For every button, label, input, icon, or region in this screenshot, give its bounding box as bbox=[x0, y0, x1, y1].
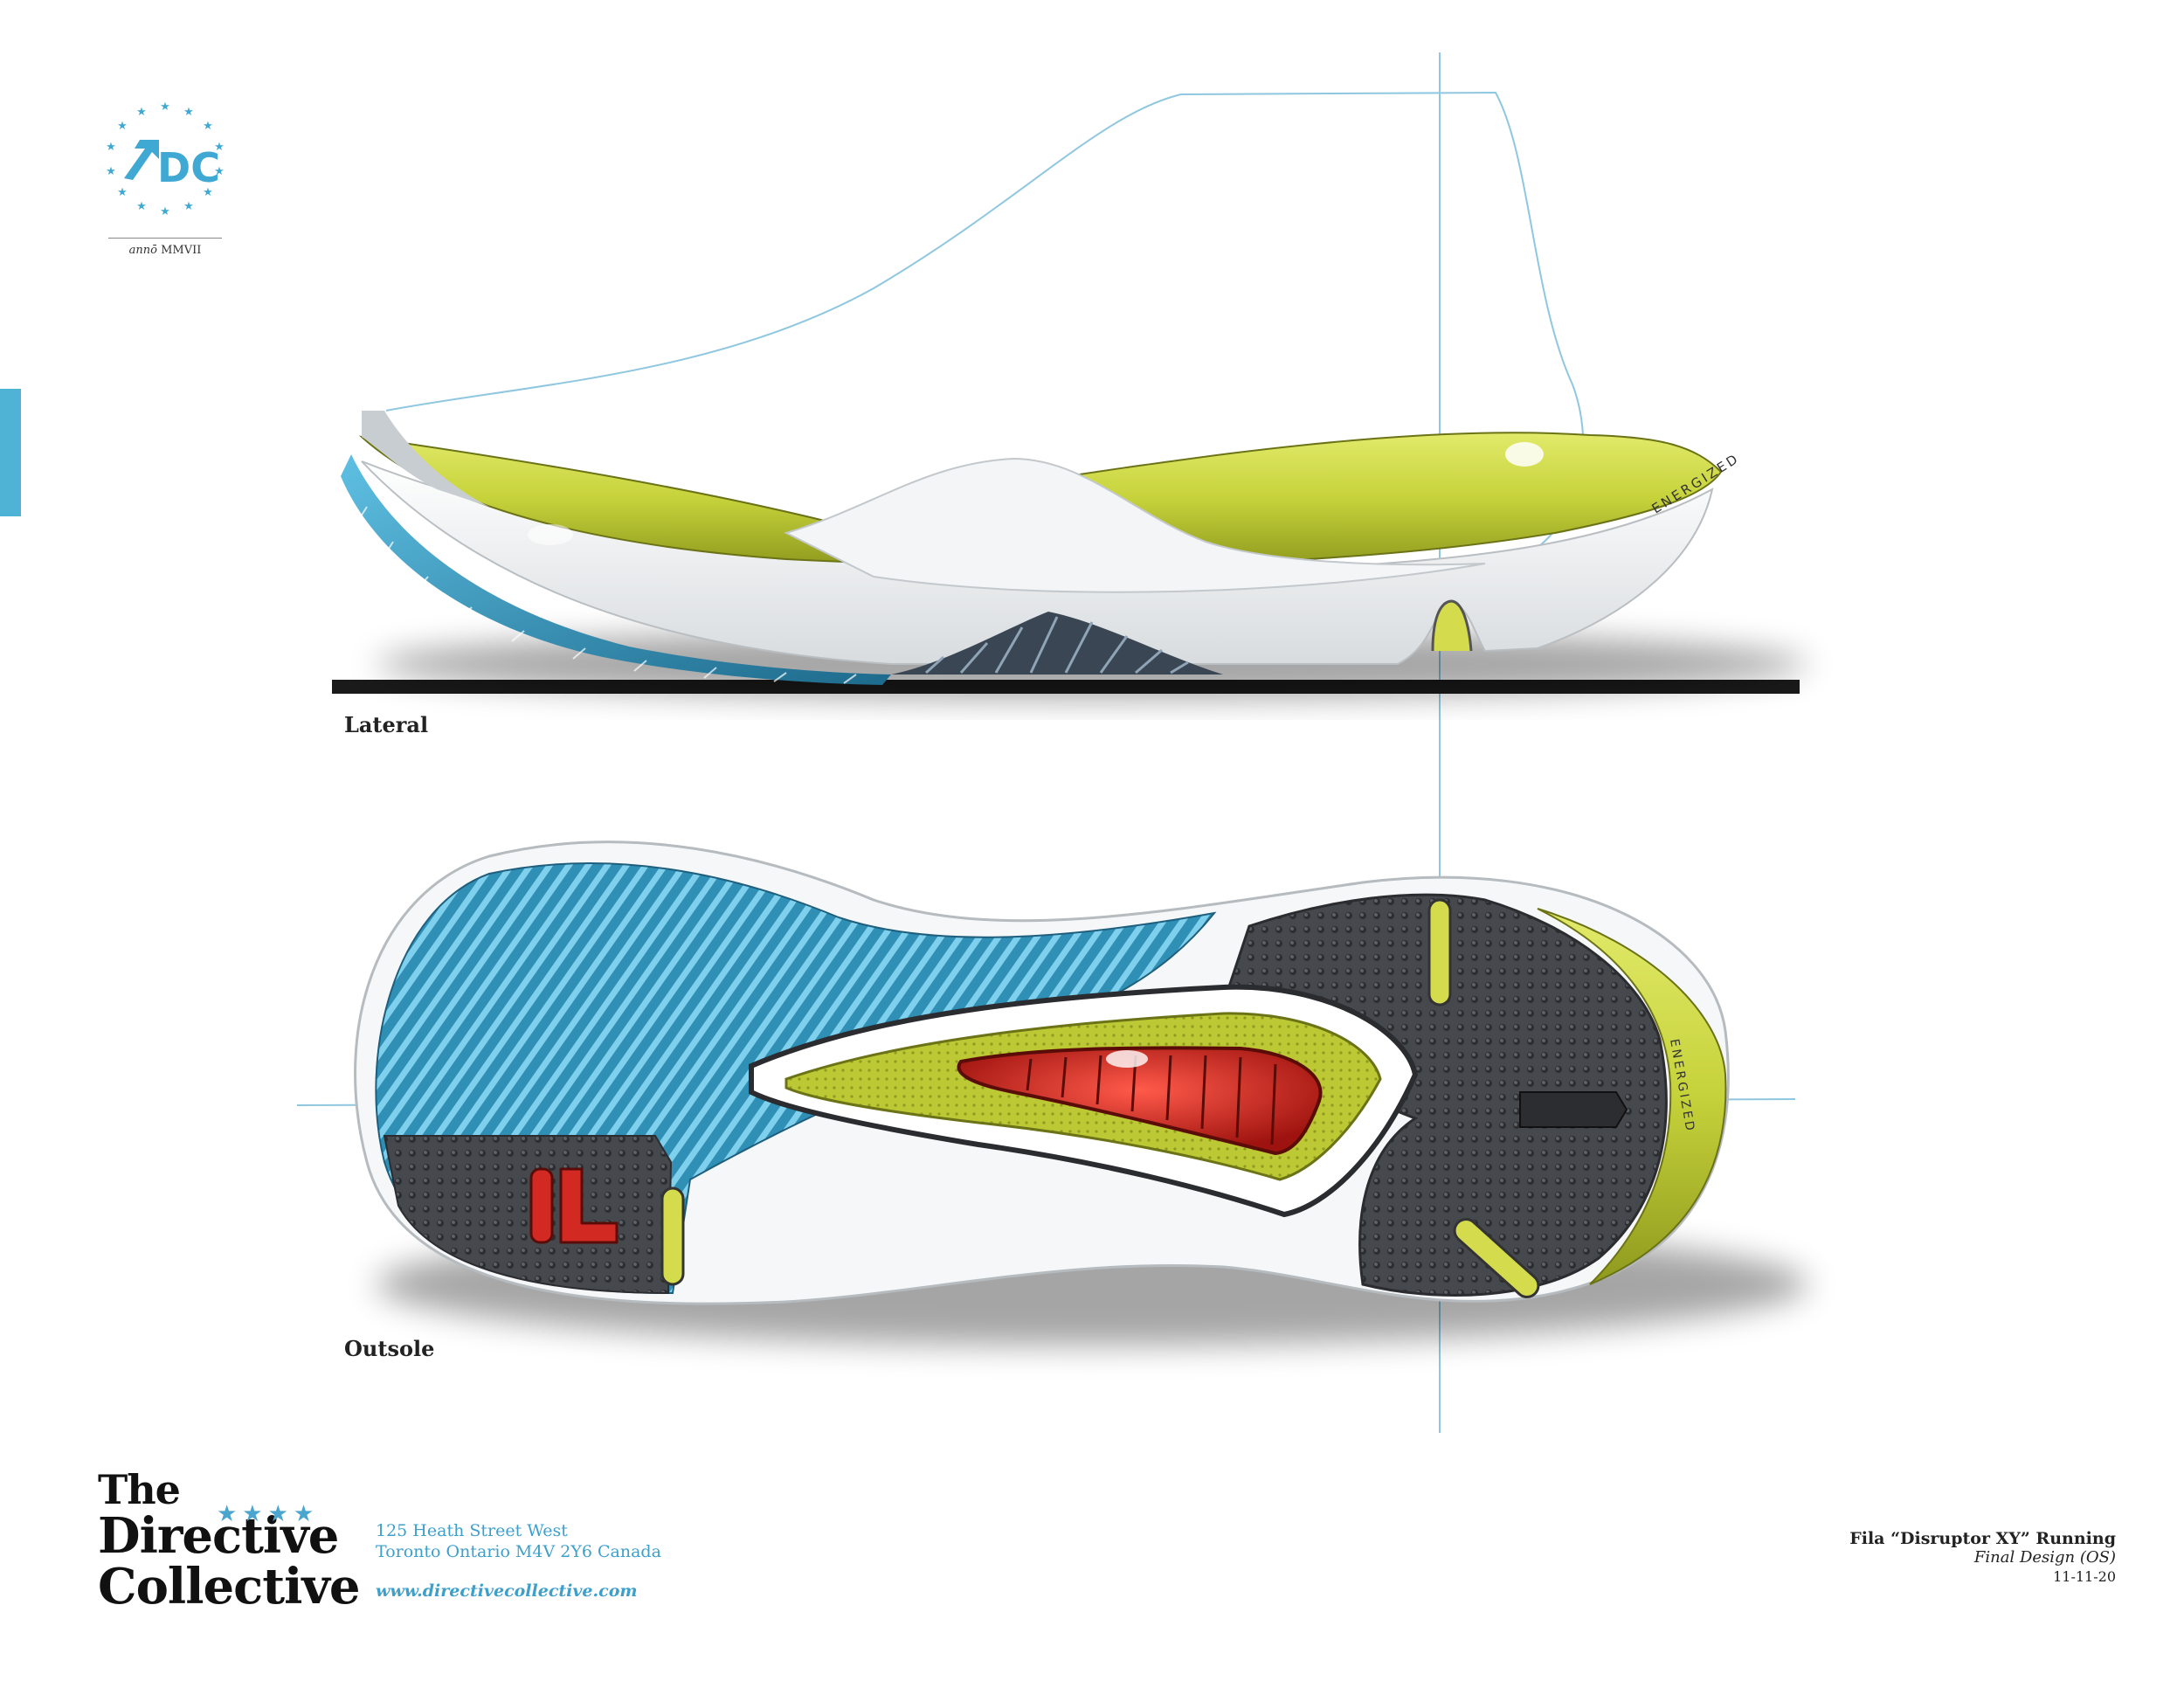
heel-rubber-pad bbox=[383, 1135, 673, 1295]
side-accent-tab bbox=[0, 389, 21, 516]
red-tpu-pod bbox=[957, 1046, 1323, 1156]
wordmark-line1: Directive bbox=[98, 1507, 339, 1565]
outsole-view-drawing: ENERGIZED bbox=[354, 841, 1808, 1346]
view-label-outsole: Outsole bbox=[344, 1336, 435, 1361]
svg-text:★: ★ bbox=[183, 200, 194, 213]
svg-text:★: ★ bbox=[214, 165, 225, 178]
svg-text:★: ★ bbox=[117, 120, 128, 133]
address-line1: 125 Heath Street West bbox=[376, 1521, 568, 1540]
svg-text:★: ★ bbox=[117, 186, 128, 199]
fila-f-logo bbox=[529, 1167, 619, 1244]
project-info-block: Fila “Disruptor XY” Running Final Design… bbox=[1849, 1529, 2116, 1587]
view-label-lateral: Lateral bbox=[344, 712, 429, 737]
lateral-view-drawing: ENERGIZED bbox=[332, 91, 1808, 699]
forefoot-rubber-pad bbox=[1221, 893, 1668, 1297]
svg-text:★: ★ bbox=[203, 186, 213, 199]
svg-text:★: ★ bbox=[160, 100, 170, 114]
outsole-blue-edge bbox=[341, 454, 891, 685]
svg-text:★: ★ bbox=[160, 205, 170, 218]
dc-logo: ★ ★ ★ ★ ★ ★ ★ ★ ★ ★ ★ ★ ★ ★ DC bbox=[91, 94, 239, 252]
svg-text:★: ★ bbox=[136, 200, 147, 213]
wordmark-the: The bbox=[98, 1466, 181, 1513]
toe-bumper-lime bbox=[1537, 908, 1727, 1285]
company-address: 125 Heath Street West Toronto Ontario M4… bbox=[376, 1520, 661, 1562]
project-date: 11-11-20 bbox=[2053, 1568, 2116, 1585]
svg-text:★: ★ bbox=[106, 141, 116, 154]
svg-text:★: ★ bbox=[183, 106, 194, 119]
wordmark-line2: Collective bbox=[98, 1558, 361, 1615]
company-wordmark: The Directive Collective bbox=[98, 1466, 361, 1615]
svg-text:★: ★ bbox=[136, 106, 147, 119]
website-link[interactable]: www.directivecollective.com bbox=[376, 1581, 638, 1601]
wordmark-stars-icon: ★★★★ bbox=[217, 1501, 320, 1527]
anno-text: annō bbox=[128, 244, 157, 257]
dc-logo-emblem: ★ ★ ★ ★ ★ ★ ★ ★ ★ ★ ★ ★ ★ ★ DC bbox=[106, 100, 225, 218]
anno-year: MMVII bbox=[161, 244, 202, 257]
project-subtitle: Final Design (OS) bbox=[1973, 1548, 2116, 1567]
logo-caption: annō MMVII bbox=[91, 238, 239, 257]
svg-text:★: ★ bbox=[106, 165, 116, 178]
logo-monogram: DC bbox=[157, 144, 220, 191]
svg-text:★: ★ bbox=[214, 141, 225, 154]
midsole-white-wave bbox=[784, 457, 1486, 593]
svg-text:★: ★ bbox=[203, 120, 213, 133]
address-line2: Toronto Ontario M4V 2Y6 Canada bbox=[376, 1542, 661, 1561]
project-title: Fila “Disruptor XY” Running bbox=[1849, 1529, 2116, 1548]
